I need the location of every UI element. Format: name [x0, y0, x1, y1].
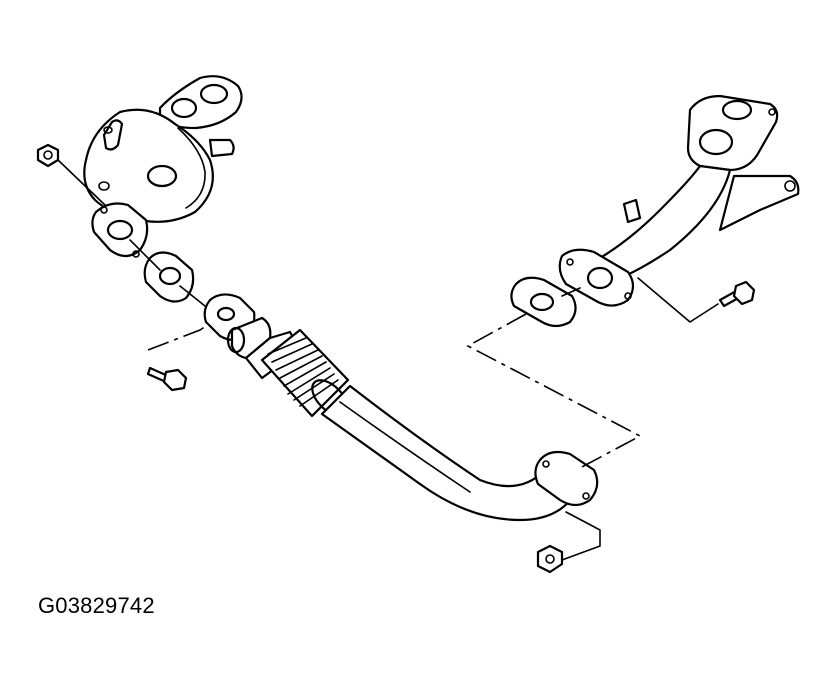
left-exhaust-manifold — [83, 75, 243, 258]
figure-caption: G03829742 — [38, 593, 155, 618]
alignment-line — [466, 313, 642, 469]
left-bolt — [146, 366, 188, 392]
left-nut — [36, 143, 60, 168]
right-bolt — [718, 280, 756, 308]
left-gasket — [143, 251, 195, 303]
right-gasket — [510, 276, 577, 328]
right-exhaust-pipe — [558, 94, 800, 307]
flex-front-pipe — [203, 293, 599, 522]
rear-flange-nut — [536, 544, 564, 574]
